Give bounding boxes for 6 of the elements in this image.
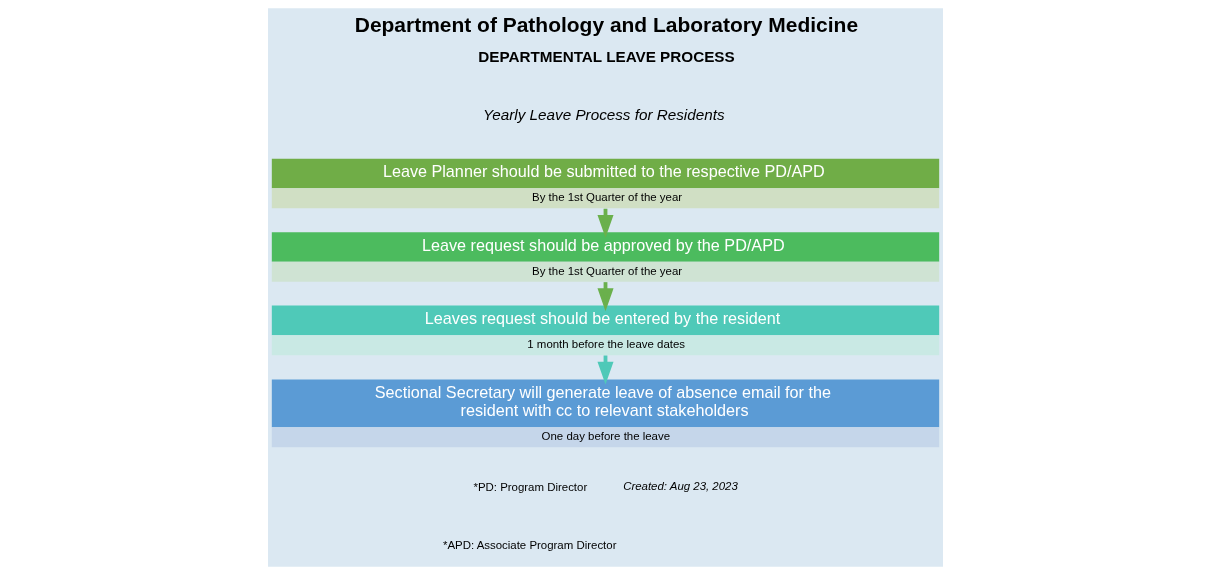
label: Yearly Leave Process for Residents [482, 106, 725, 124]
label: *PD: Program Director [473, 480, 588, 493]
label: Created: Aug 23, 2023 [623, 479, 738, 492]
diagram-title: Department of Pathology and Laboratory Medicine [354, 12, 859, 36]
label: DEPARTMENTAL LEAVE PROCESS [478, 48, 735, 66]
label: *APD: Associate Program Director [442, 538, 617, 551]
